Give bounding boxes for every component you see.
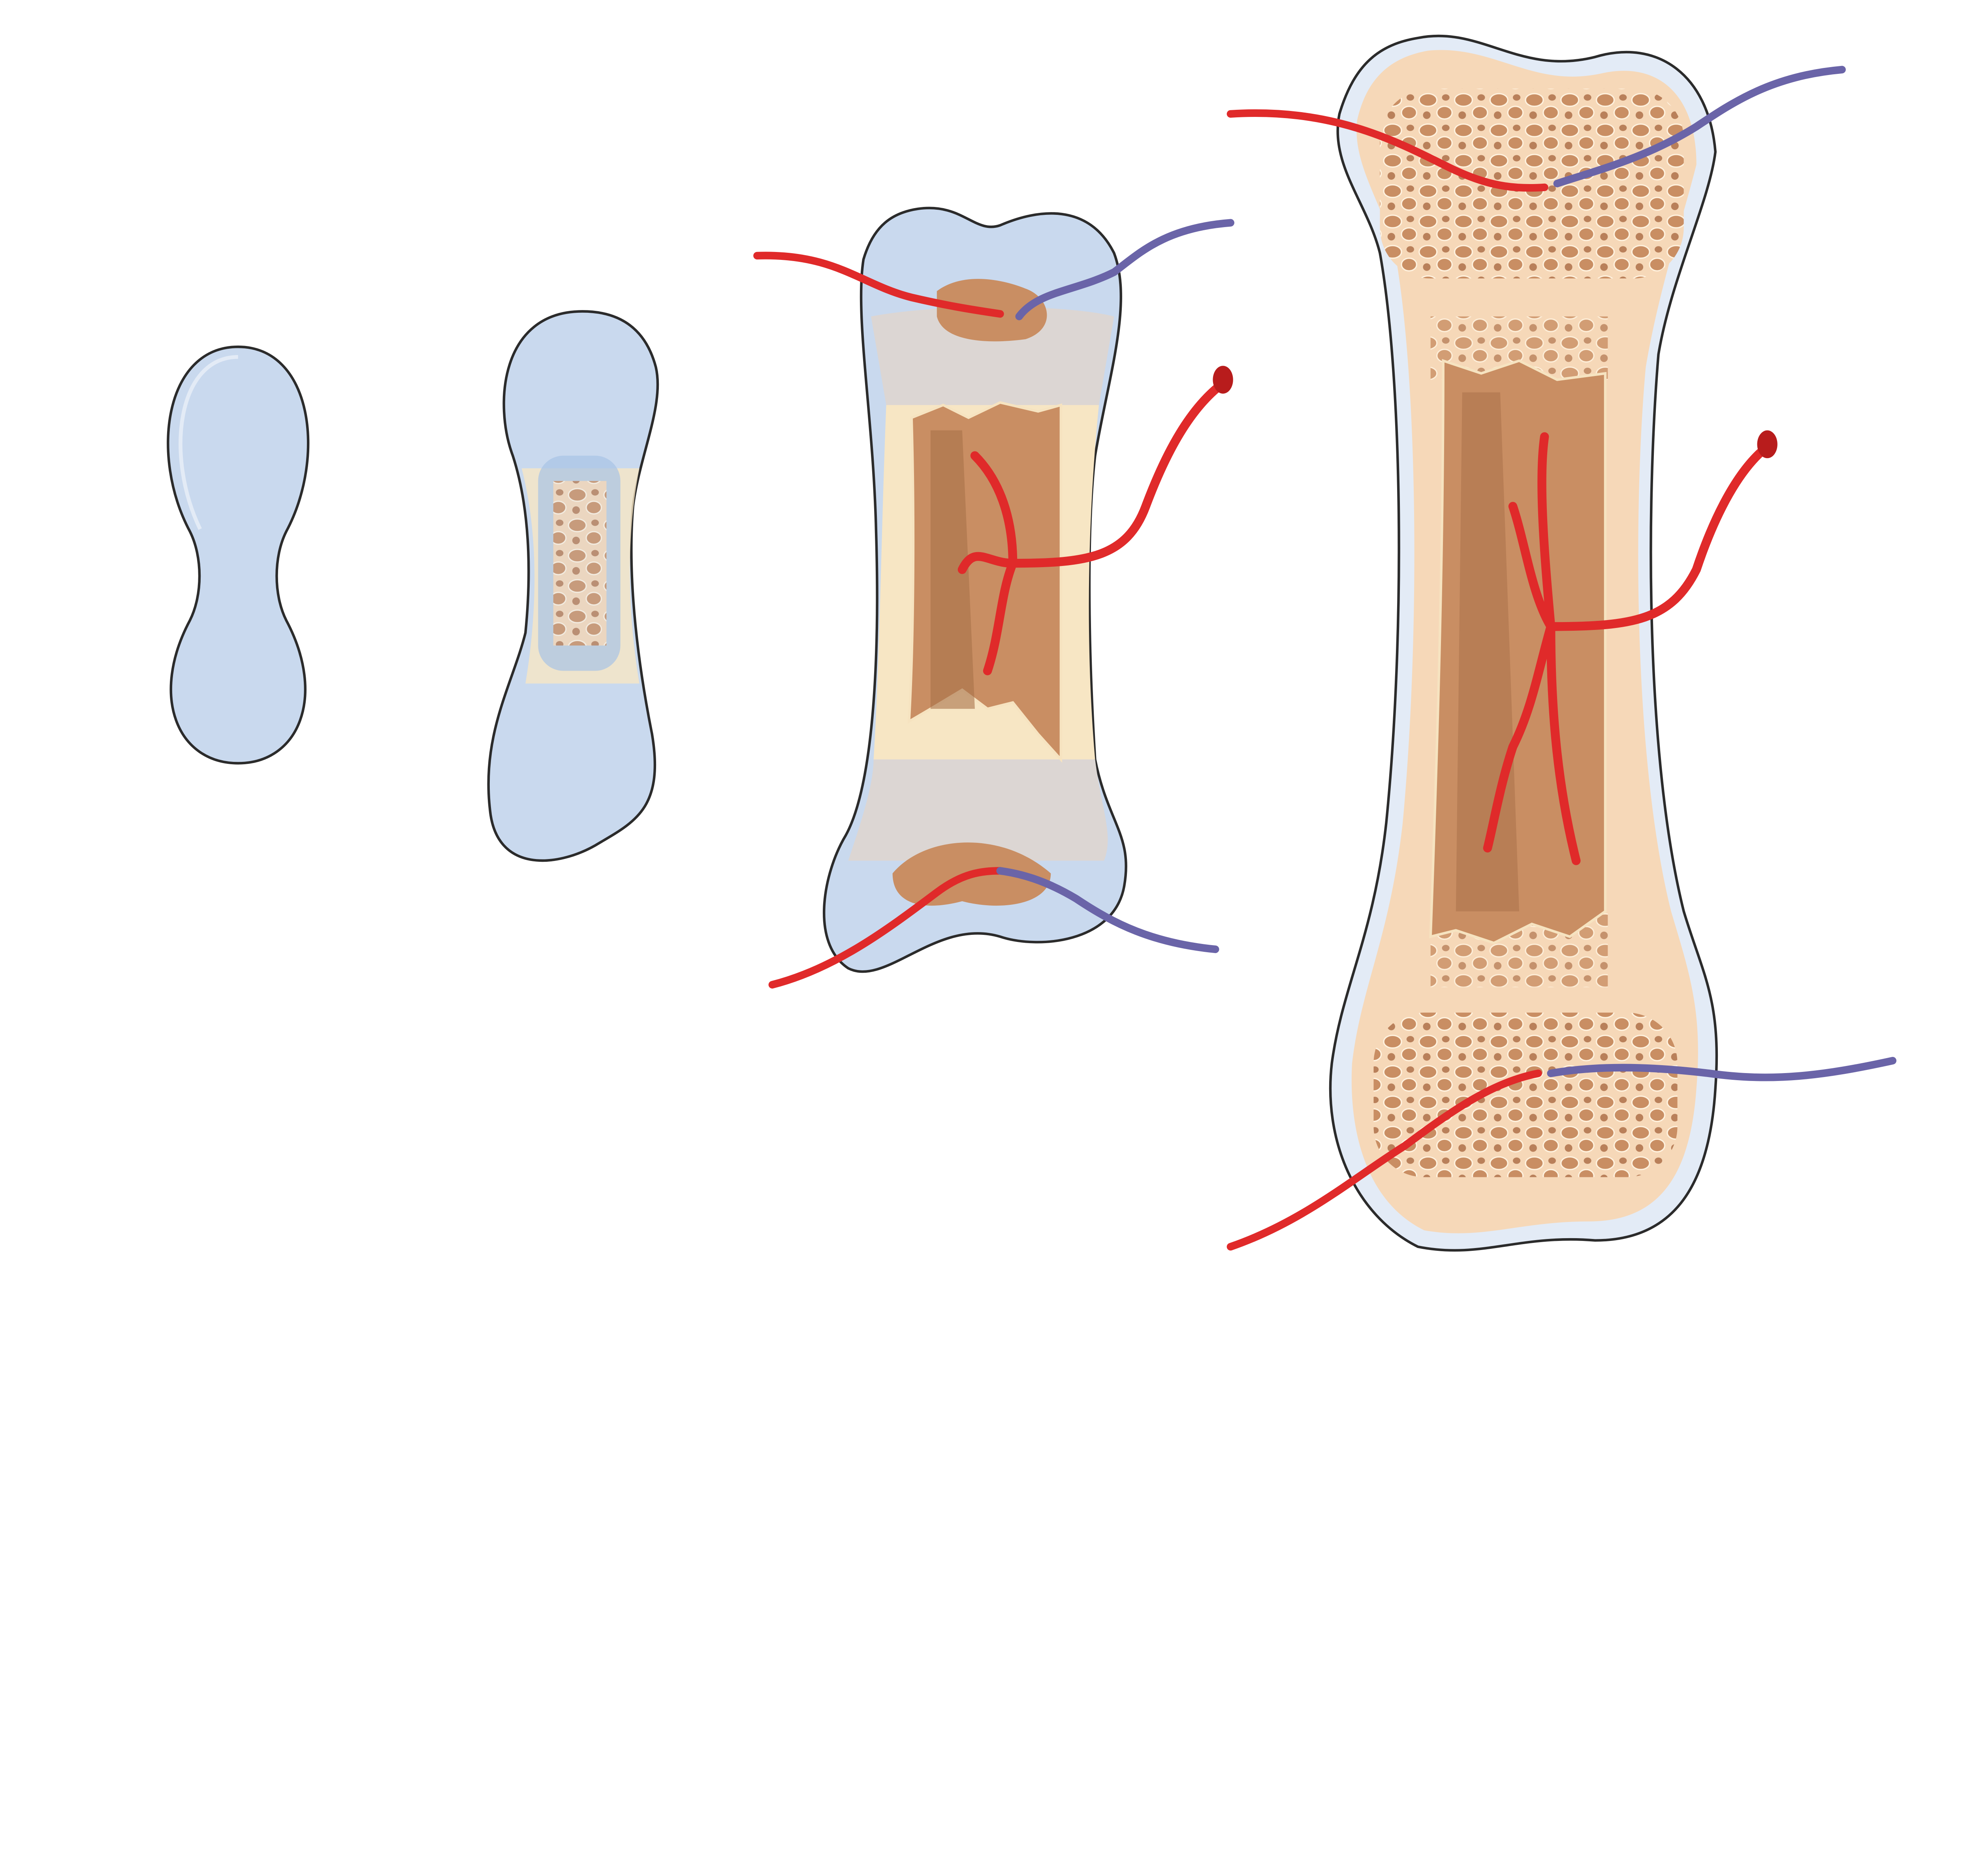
artery xyxy=(957,375,1233,675)
artery xyxy=(1483,432,1777,865)
primary-ossification-icon xyxy=(487,310,659,862)
secondary-ossification-icon xyxy=(753,207,1234,989)
bone-ossification-diagram xyxy=(167,34,1897,1252)
mature-bone-icon xyxy=(1226,34,1897,1252)
cartilage-model-icon xyxy=(167,345,310,765)
